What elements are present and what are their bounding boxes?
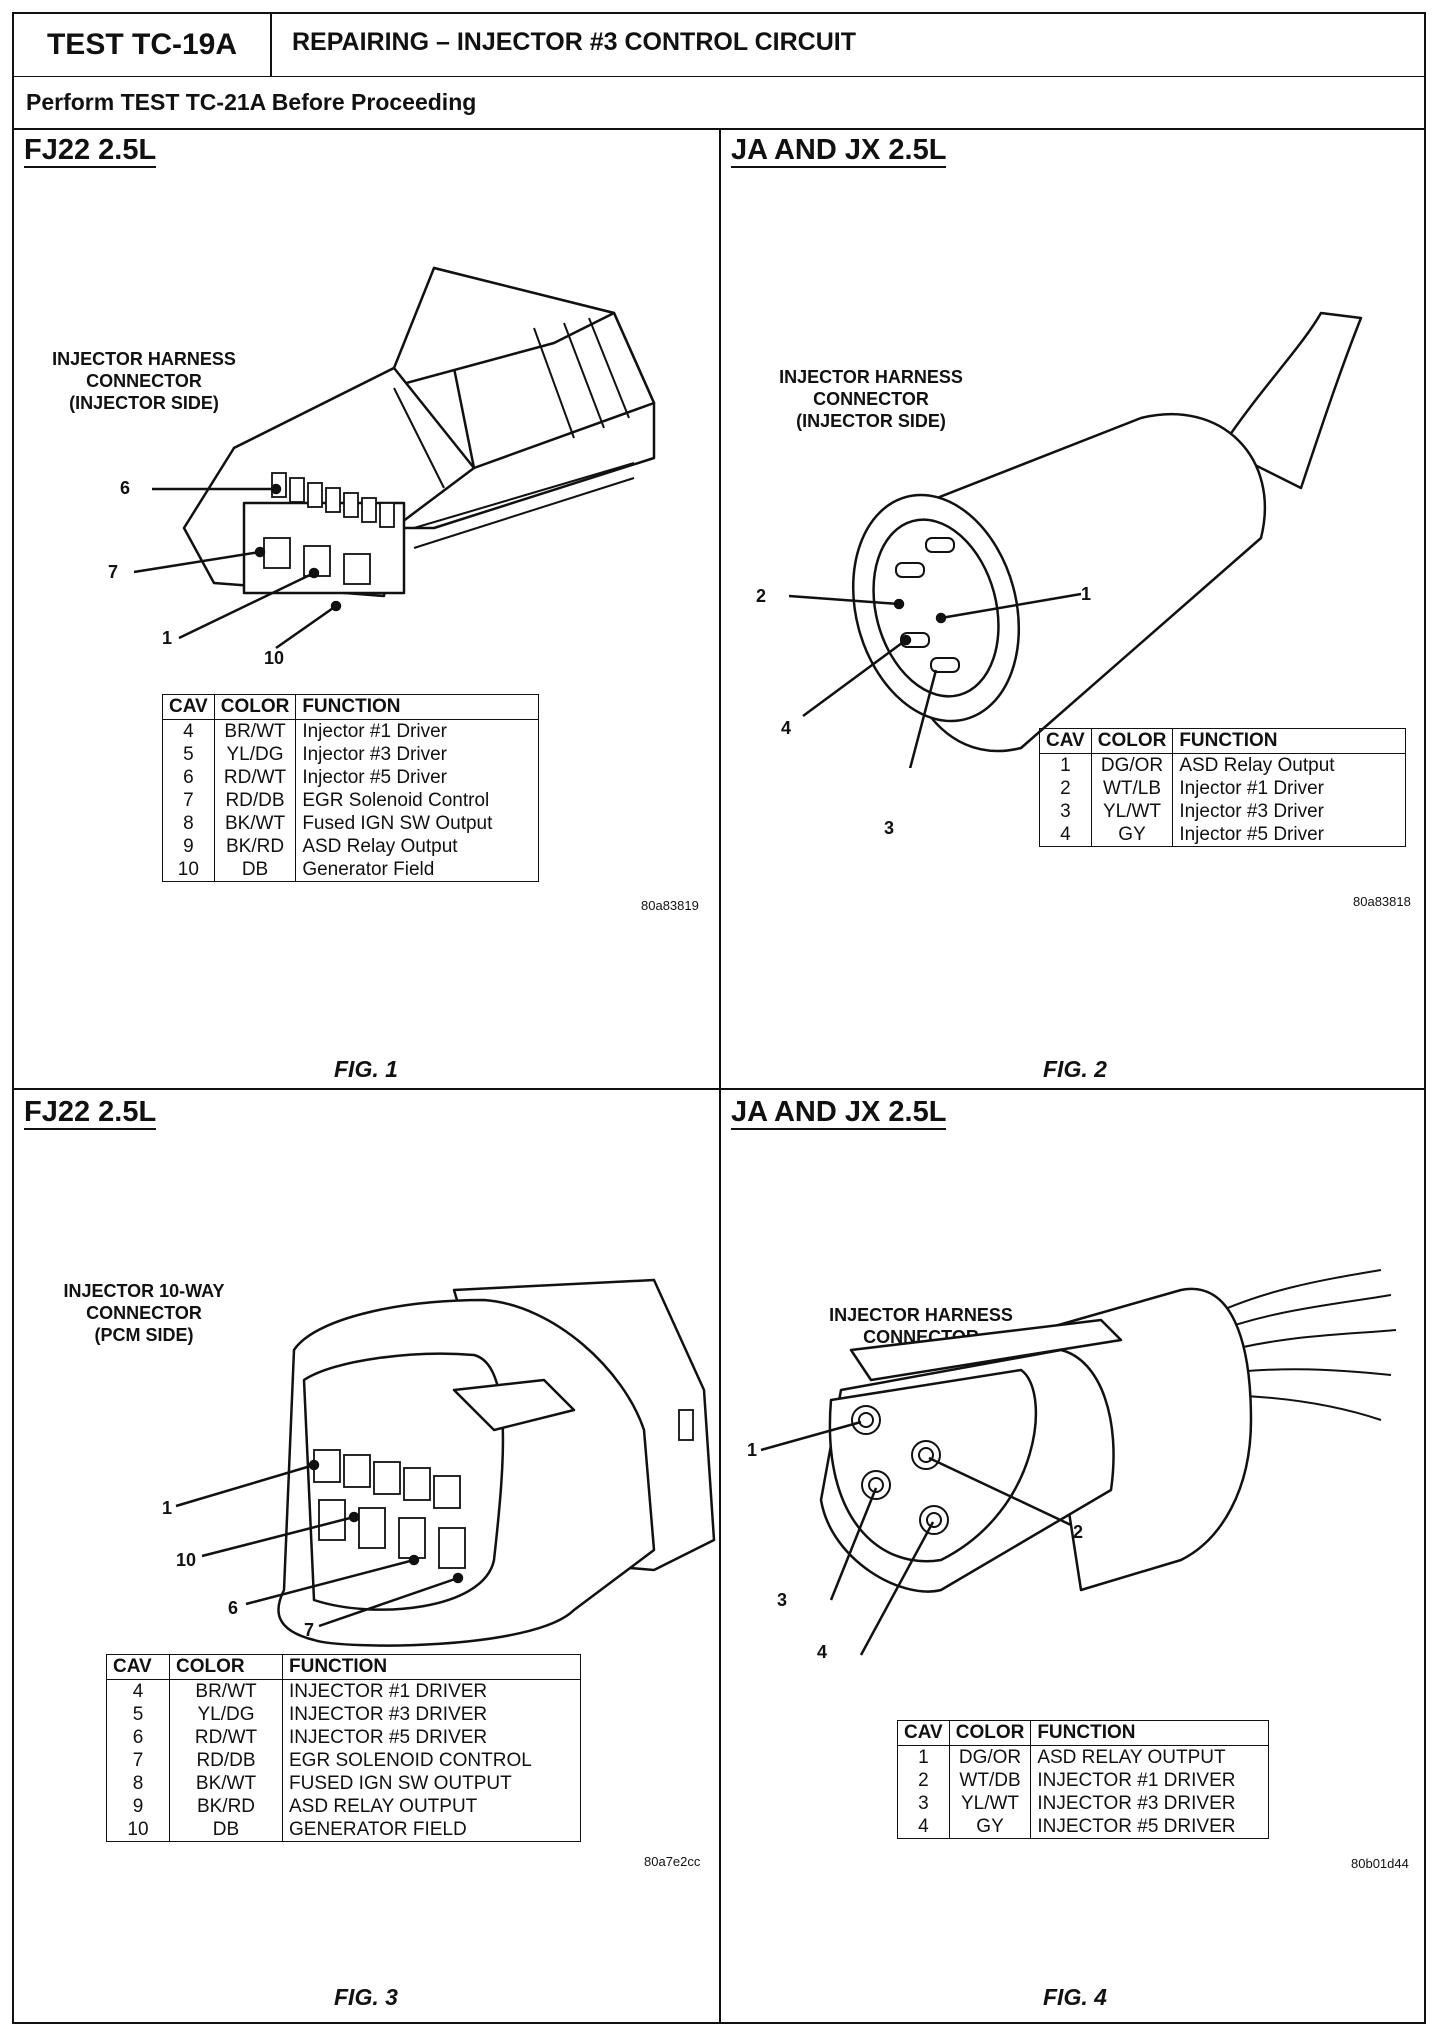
connector-drawing xyxy=(175,1278,716,1647)
callout-3: 3 xyxy=(884,818,895,838)
panel-fig3: FJ22 2.5L INJECTOR 10-WAY CONNECTOR (PCM… xyxy=(14,1090,719,2024)
callout-6: 6 xyxy=(120,478,131,498)
page-title: REPAIRING – INJECTOR #3 CONTROL CIRCUIT xyxy=(292,28,856,56)
panel-fig2: JA AND JX 2.5L INJECTOR HARNESS CONNECTO… xyxy=(721,128,1424,1088)
figure-label: FIG. 4 xyxy=(1043,1984,1107,2010)
callout-7: 7 xyxy=(108,562,119,582)
image-code: 80a7e2cc xyxy=(644,1854,701,1869)
image-code: 80a83819 xyxy=(641,898,699,913)
table-header-row: CAV COLOR FUNCTION xyxy=(162,694,539,720)
connector-drawing xyxy=(760,1269,1397,1656)
callout-2: 2 xyxy=(756,586,767,606)
callout-6: 6 xyxy=(228,1598,239,1618)
callout-7: 7 xyxy=(304,1620,315,1640)
panel-fig4: JA AND JX 2.5L INJECTOR HARNESS CONNECTO… xyxy=(721,1090,1424,2024)
test-id: TEST TC-19A xyxy=(14,14,272,76)
callout-1: 1 xyxy=(747,1440,758,1460)
callout-10: 10 xyxy=(176,1550,197,1570)
callout-1: 1 xyxy=(1081,584,1092,604)
panel-title: JA AND JX 2.5L xyxy=(731,1096,947,1130)
panel-title: FJ22 2.5L xyxy=(24,1096,157,1130)
panel-title: JA AND JX 2.5L xyxy=(731,134,947,168)
page-header: TEST TC-19A REPAIRING – INJECTOR #3 CONT… xyxy=(14,14,1424,77)
image-code: 80b01d44 xyxy=(1351,1856,1409,1871)
callout-10: 10 xyxy=(264,648,285,668)
table-header-row: CAV COLOR FUNCTION xyxy=(106,1654,581,1680)
callout-1: 1 xyxy=(162,628,173,648)
connector-drawing xyxy=(133,266,656,650)
figure-label: FIG. 1 xyxy=(334,1056,398,1082)
connector-label: INJECTOR HARNESS CONNECTOR (INJECTOR SID… xyxy=(52,349,236,413)
table-header-row: CAV COLOR FUNCTION xyxy=(1039,728,1406,754)
connector-label: INJECTOR 10-WAY CONNECTOR (PCM SIDE) xyxy=(63,1281,225,1345)
service-manual-page: TEST TC-19A REPAIRING – INJECTOR #3 CONT… xyxy=(12,12,1426,2024)
panel-fig1: FJ22 2.5L INJECTOR HARNESS CONNECTOR (IN… xyxy=(14,128,719,1088)
callout-4: 4 xyxy=(781,718,792,738)
connector-label: INJECTOR HARNESS CONNECTOR (INJECTOR SID… xyxy=(779,367,963,431)
figure-label: FIG. 2 xyxy=(1043,1056,1107,1082)
callout-1: 1 xyxy=(162,1498,173,1518)
callout-3: 3 xyxy=(777,1590,788,1610)
subheader-text: Perform TEST TC-21A Before Proceeding xyxy=(26,89,477,115)
figure-label: FIG. 3 xyxy=(334,1984,398,2010)
panel-title: FJ22 2.5L xyxy=(24,134,157,168)
horizontal-divider xyxy=(14,1088,1424,1090)
subheader: Perform TEST TC-21A Before Proceeding xyxy=(14,76,1424,130)
callout-4: 4 xyxy=(817,1642,828,1662)
connector-drawing xyxy=(788,311,1363,768)
vertical-divider xyxy=(719,128,721,2024)
image-code: 80a83818 xyxy=(1353,894,1411,909)
callout-2: 2 xyxy=(1073,1522,1084,1542)
table-header-row: CAV COLOR FUNCTION xyxy=(897,1720,1269,1746)
